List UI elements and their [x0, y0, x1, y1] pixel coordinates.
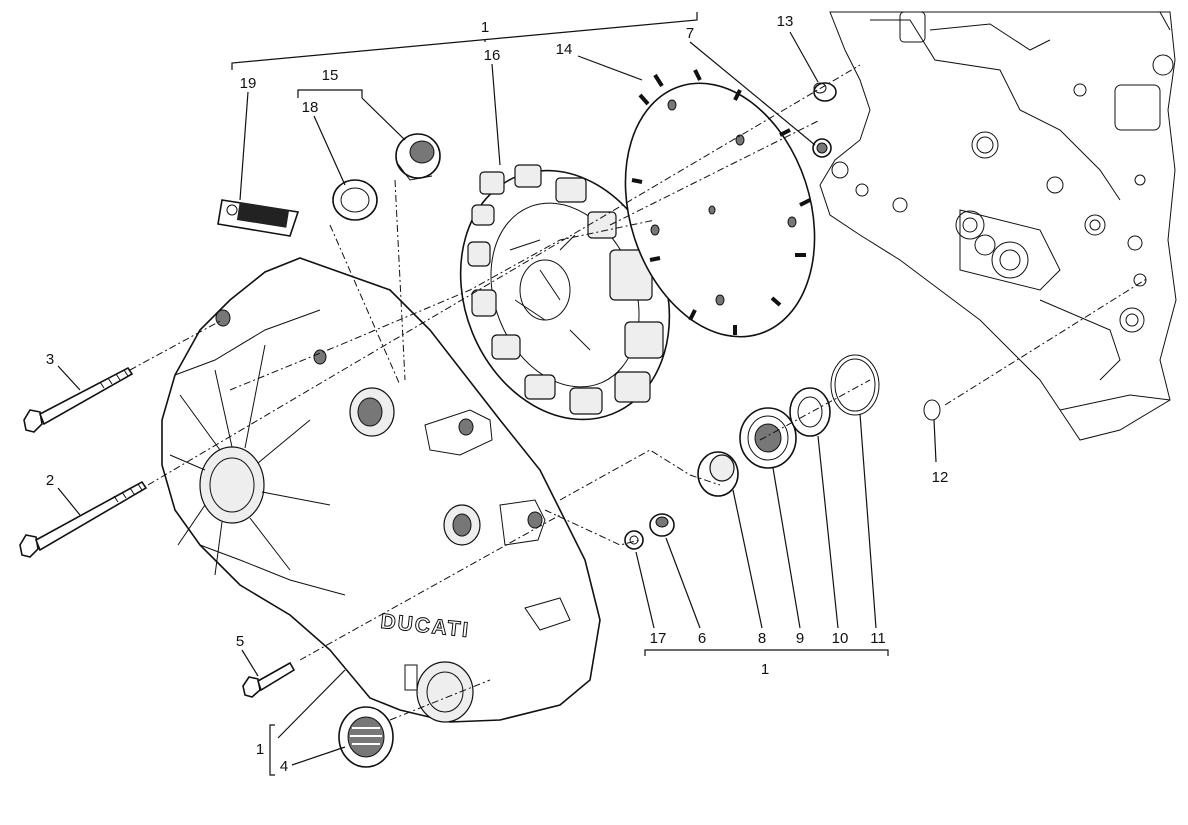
callout-13: 13 — [777, 13, 794, 30]
callout-12: 12 — [932, 469, 949, 486]
bolt-3 — [23, 366, 134, 433]
decal-part — [217, 199, 300, 237]
callout-11: 11 — [870, 630, 886, 647]
callout-4: 4 — [280, 758, 288, 775]
callout-7: 7 — [686, 25, 694, 42]
dowel-13-part — [813, 82, 837, 102]
clutch-pressure-plate-part — [459, 164, 671, 421]
plug-15-part — [395, 133, 441, 181]
oring-12-part — [923, 399, 941, 421]
bolt-5 — [242, 661, 296, 698]
circlip-11-part — [830, 354, 880, 416]
callout-8: 8 — [758, 630, 766, 647]
clutch-cover: DUCATI — [161, 257, 601, 723]
seal-17-part — [624, 530, 644, 550]
bushing-8-part — [697, 451, 739, 497]
callout-1-bottom: 1 — [761, 661, 769, 678]
washer-18-part — [332, 179, 378, 221]
callout-1-left: 1 — [256, 741, 264, 758]
callout-10: 10 — [832, 630, 849, 647]
callout-19: 19 — [240, 75, 257, 92]
callout-15: 15 — [322, 67, 339, 84]
callout-16: 16 — [484, 47, 501, 64]
callout-labels: 1 19 15 18 16 14 7 13 3 2 5 1 4 17 6 8 9… — [46, 13, 949, 775]
callout-2: 2 — [46, 472, 54, 489]
callout-6: 6 — [698, 630, 706, 647]
plug-6-part — [649, 513, 675, 537]
callout-18: 18 — [302, 99, 319, 116]
washer-10-part — [789, 387, 831, 437]
sight-glass-part — [338, 706, 394, 768]
assembly-lines — [129, 64, 1149, 721]
bolt-2 — [19, 480, 148, 558]
callout-5: 5 — [236, 633, 244, 650]
callout-3: 3 — [46, 351, 54, 368]
callout-1-top: 1 — [481, 19, 489, 36]
callout-9: 9 — [796, 630, 804, 647]
crankcase-outline — [819, 11, 1177, 441]
bearing-9-part — [739, 407, 797, 469]
callout-14: 14 — [556, 41, 573, 58]
leader-lines — [57, 12, 937, 776]
pin-7-part — [812, 138, 832, 158]
callout-17: 17 — [650, 630, 667, 647]
